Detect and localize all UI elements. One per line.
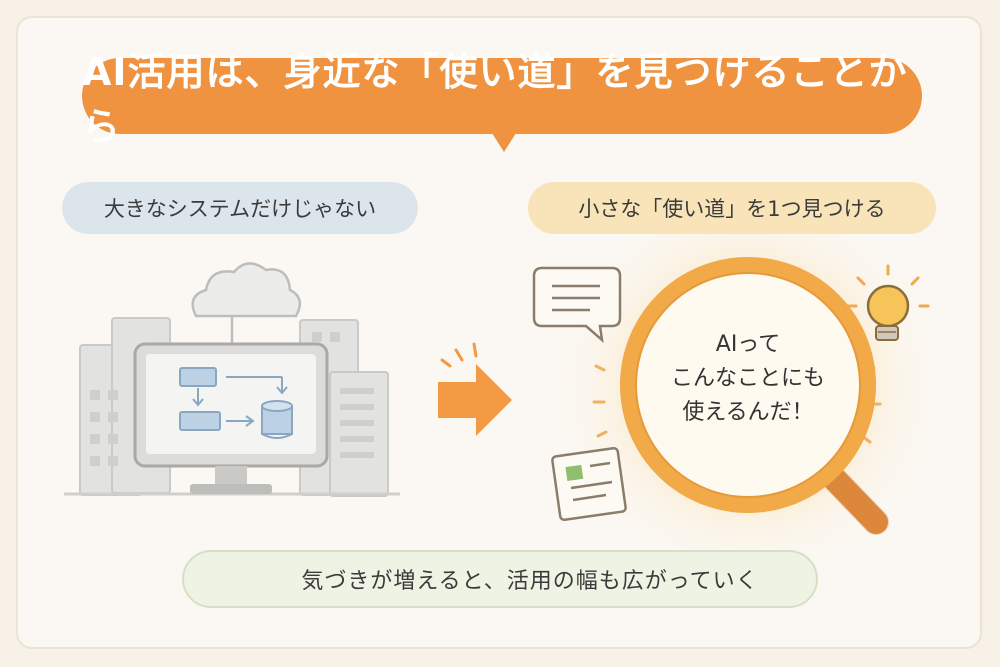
bottom-message-pill: 気づきが増えると、活用の幅も広がっていく	[182, 550, 818, 608]
bottom-message: 気づきが増えると、活用の幅も広がっていく	[301, 569, 759, 594]
magnifying-glass-icon	[620, 257, 889, 535]
speech-bubble-icon	[532, 266, 622, 344]
lens-line-3: 使えるんだ！	[682, 400, 814, 425]
left-label: 大きなシステムだけじゃない	[62, 182, 418, 234]
lens-line-1: AIって	[715, 332, 781, 357]
document-icon	[551, 446, 627, 522]
right-label: 小さな「使い道」を1つ見つける	[528, 182, 936, 234]
building-windows	[90, 332, 374, 466]
lightbulb-icon	[846, 264, 930, 341]
arrow-right-icon	[438, 342, 512, 436]
lens-message: AIって こんなことにも 使えるんだ！	[668, 328, 828, 430]
database-icon	[261, 400, 293, 439]
cloud-icon	[191, 262, 302, 344]
page-title: AI活用は、身近な「使い道」を見つけることから	[82, 50, 922, 149]
title-bubble-tail	[490, 130, 518, 152]
flowchart-icon	[179, 367, 288, 431]
lens-line-2: こんなことにも	[670, 366, 825, 391]
